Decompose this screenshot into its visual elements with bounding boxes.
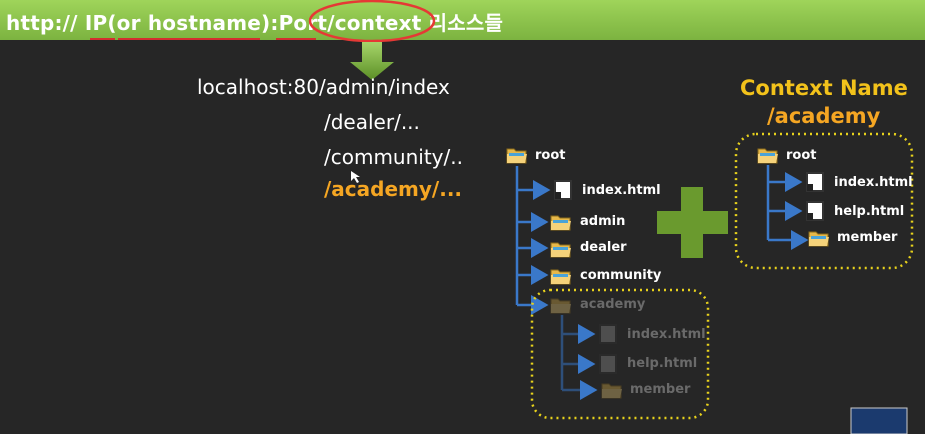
context-tree-root: root (786, 148, 817, 163)
file-icon (806, 201, 824, 221)
context-dotted-box (734, 132, 914, 270)
context-tree-item-member: member (837, 230, 898, 245)
folder-icon (601, 383, 622, 399)
folder-icon (808, 231, 829, 247)
folder-icon (550, 215, 571, 231)
title-bar: http:// IP(or hostname):Port/context 리소스… (0, 0, 925, 40)
left-tree-item-admin: admin (580, 214, 626, 229)
file-icon (554, 180, 572, 200)
left-tree-connectors (515, 166, 551, 315)
folder-icon (550, 298, 571, 314)
plus-icon (657, 187, 728, 258)
url-example-academy: /academy/... (324, 177, 463, 201)
academy-item-member: member (630, 382, 691, 397)
context-highlight-ellipse (308, 0, 436, 43)
file-icon (599, 324, 617, 344)
down-arrow-icon (350, 42, 394, 80)
hostname-underline (118, 38, 260, 40)
context-tree-item-help: help.html (834, 204, 905, 219)
context-tree-item-index: index.html (834, 175, 913, 190)
thumbnail-icon (850, 407, 908, 434)
context-tree-connectors (766, 165, 809, 250)
file-icon (599, 354, 617, 374)
left-tree-root: root (535, 148, 566, 163)
left-tree-item-index: index.html (582, 183, 661, 198)
port-underline (276, 38, 316, 40)
academy-folder-label: academy (580, 297, 646, 312)
academy-item-help: help.html (627, 356, 698, 371)
file-icon (806, 172, 824, 192)
context-name-value: /academy (767, 104, 881, 128)
folder-icon (757, 148, 778, 164)
cursor-icon (351, 171, 360, 183)
left-tree-item-dealer: dealer (580, 240, 627, 255)
folder-icon (506, 148, 527, 164)
folder-icon (550, 269, 571, 285)
folder-icon (550, 242, 571, 258)
url-example-2: /dealer/... (324, 110, 420, 134)
ip-underline (90, 38, 115, 40)
academy-connectors (560, 315, 598, 400)
page-title: http:// IP(or hostname):Port/context 리소스… (6, 11, 504, 35)
url-example-3: /community/.. (324, 145, 463, 169)
url-example-1: localhost:80/admin/index (197, 75, 450, 99)
left-tree-item-community: community (580, 268, 662, 283)
academy-item-index: index.html (627, 327, 706, 342)
context-name-title: Context Name (740, 76, 908, 100)
